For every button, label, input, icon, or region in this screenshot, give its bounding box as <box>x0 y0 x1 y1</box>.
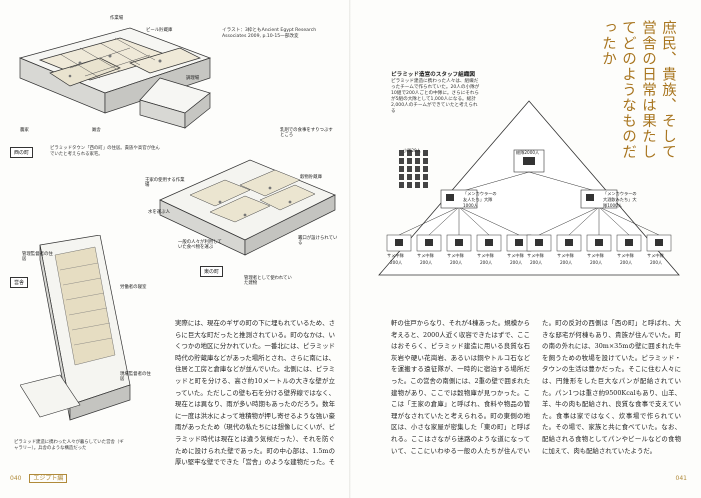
company-size: 200人 <box>480 260 493 265</box>
company-size: 200人 <box>650 260 663 265</box>
company-name: サメ中隊 <box>647 253 664 258</box>
squad-figure-icon <box>399 182 404 188</box>
company-icon <box>515 239 523 246</box>
squad-figure-icon <box>399 166 404 172</box>
squad-figure-icon <box>415 182 420 188</box>
right-body-text: 軒の住戸からなり、それが4棟あった。規模から考えると、2000人近く収容できたは… <box>391 319 681 455</box>
label-water-carrier: 水を運ぶ人 <box>148 210 170 215</box>
label-worker-bedroom: 労働者の寝室 <box>120 285 147 290</box>
squad-figure-icon <box>407 174 412 180</box>
squad-figure-icon <box>399 174 404 180</box>
pyramid-org-chart <box>378 100 680 276</box>
label-grinding: 乳剤での食事をすりつぶすところ <box>280 128 333 139</box>
chapter-title: 庶民、貴族、そして営舎の日常は果たしてどのようなものだったか <box>600 20 676 160</box>
label-overall: 総隊2000人 <box>516 150 540 155</box>
tag-barracks: 営舎 <box>10 277 29 288</box>
label-workshop: 作業場 <box>110 16 124 21</box>
company-size: 200人 <box>510 260 523 265</box>
label-right-division: 「メンカウラーの大酒飲みたち」大隊1000人 <box>603 191 637 208</box>
company-icon <box>395 239 403 246</box>
company-icon <box>535 239 543 246</box>
left-body-text: 実際には、現在のギザの町の下に埋もれているため、さらに巨大な町だったと推測されて… <box>175 319 335 467</box>
squad-figure-icon <box>423 150 428 156</box>
company-size: 200人 <box>620 260 633 265</box>
label-royal-workshop: 王家の使用する作業場 <box>145 178 185 189</box>
squad-figure-icon <box>415 174 420 180</box>
org-chart-description: ピラミッド建造に携わった人々は、組織だったチームで作られていた。20人の小隊が1… <box>391 79 480 114</box>
page-number-left: 040 <box>10 475 22 482</box>
label-food-carry: 一般の人々が利用していた食べ物を運ぶ <box>178 240 222 251</box>
label-foreman-house: 現場監督者の住居 <box>120 372 151 383</box>
label-squad: 小隊20人 <box>403 148 421 153</box>
east-town-illustration <box>159 159 336 256</box>
org-chart-title: ピラミッド造営のスタッフ組織図 <box>391 72 475 78</box>
company-size: 200人 <box>450 260 463 265</box>
left-folio: 040 エジプト編 <box>10 473 68 483</box>
squad-figure-icon <box>407 150 412 156</box>
company-icon <box>595 239 603 246</box>
label-farmhouse: 農家 <box>20 128 29 133</box>
company-icon <box>655 239 663 246</box>
barracks-illustration <box>20 235 131 421</box>
company-size: 200人 <box>590 260 603 265</box>
company-icon <box>625 239 633 246</box>
squad-figure-icon <box>423 182 428 188</box>
squad-figure-icon <box>415 158 420 164</box>
squad-figure-icon <box>415 166 420 172</box>
right-page: 庶民、貴族、そして営舎の日常は果たしてどのようなものだったか ピラミッド造営のス… <box>351 0 701 498</box>
label-granary: 穀物貯蔵庫 <box>300 175 322 180</box>
squad-figure-icon <box>415 150 420 156</box>
label-admin-building: 管理者として使われていた建物 <box>244 276 292 287</box>
section-name: エジプト編 <box>29 474 68 483</box>
squad-figure-icon <box>407 158 412 164</box>
company-name: サメ中隊 <box>587 253 604 258</box>
tag-east-town: 東の町 <box>200 266 224 277</box>
tag-west-town: 西の町 <box>10 147 34 158</box>
company-size: 200人 <box>390 260 403 265</box>
squad-figure-icon <box>407 182 412 188</box>
squad-figure-icon <box>423 174 428 180</box>
company-size: 200人 <box>560 260 573 265</box>
squad-figure-icon <box>423 158 428 164</box>
squad-figure-icon <box>423 166 428 172</box>
company-name: サメ中隊 <box>507 253 524 258</box>
company-size: 200人 <box>420 260 433 265</box>
label-supervisor-house: 管理監督者の住居 <box>22 252 53 263</box>
company-name: サメ中隊 <box>387 253 404 258</box>
squad-figure-icon <box>407 166 412 172</box>
illustration-credit: イラスト：3枠ともAncient Egypt Research Associat… <box>222 28 317 39</box>
page-gutter <box>349 0 352 498</box>
label-kitchen: 調理場 <box>186 76 200 81</box>
caption-barracks: ピラミッド建造に携わった人々が暮らしていた営舎（ギャラリー）。兵舎のような構造だ… <box>14 440 124 451</box>
label-left-division: 「メンカウラーの友人たち」大隊1000人 <box>463 191 497 208</box>
company-icon <box>455 239 463 246</box>
left-page: 作業場 ビール貯蔵庫 調理場 農家 厩舎 イラスト：3枠ともAncient Eg… <box>0 0 350 498</box>
company-icon <box>425 239 433 246</box>
company-name: サメ中隊 <box>527 253 544 258</box>
west-town-illustration <box>18 27 212 129</box>
right-folio: 041 <box>676 475 687 482</box>
label-beer-storage: ビール貯蔵庫 <box>146 28 173 33</box>
company-name: サメ中隊 <box>617 253 634 258</box>
squad-figure-icon <box>399 150 404 156</box>
label-stable: 厩舎 <box>92 128 101 133</box>
company-icon <box>485 239 493 246</box>
company-name: サメ中隊 <box>557 253 574 258</box>
company-icon <box>565 239 573 246</box>
company-name: サメ中隊 <box>447 253 464 258</box>
company-name: サメ中隊 <box>417 253 434 258</box>
label-hearth: 竈口が設けられている <box>298 236 338 247</box>
company-name: サメ中隊 <box>477 253 494 258</box>
squad-figure-icon <box>399 158 404 164</box>
caption-west-town: ピラミッドタウン「西の町」の住居。貴族や高官が住んでいたと考えられる家宅。 <box>50 146 160 157</box>
company-size: 200人 <box>530 260 543 265</box>
page-number-right: 041 <box>675 475 687 482</box>
